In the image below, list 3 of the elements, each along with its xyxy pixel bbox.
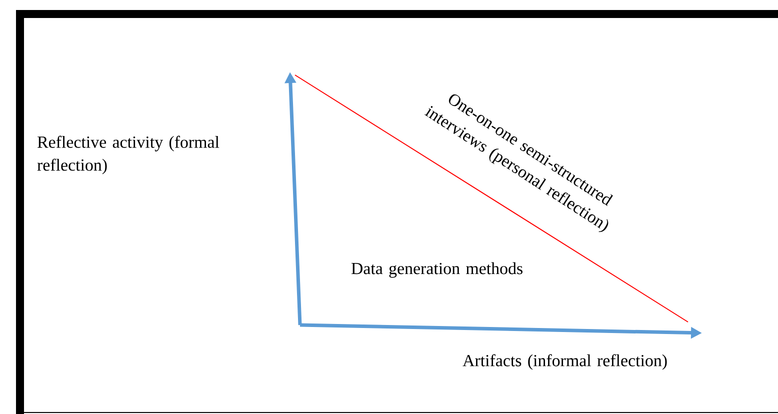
label-text: Reflective activity (formal reflection) — [37, 136, 220, 174]
label-text: Artifacts (informal reflection) — [462, 354, 667, 370]
label-text: Data generation methods — [351, 262, 522, 278]
